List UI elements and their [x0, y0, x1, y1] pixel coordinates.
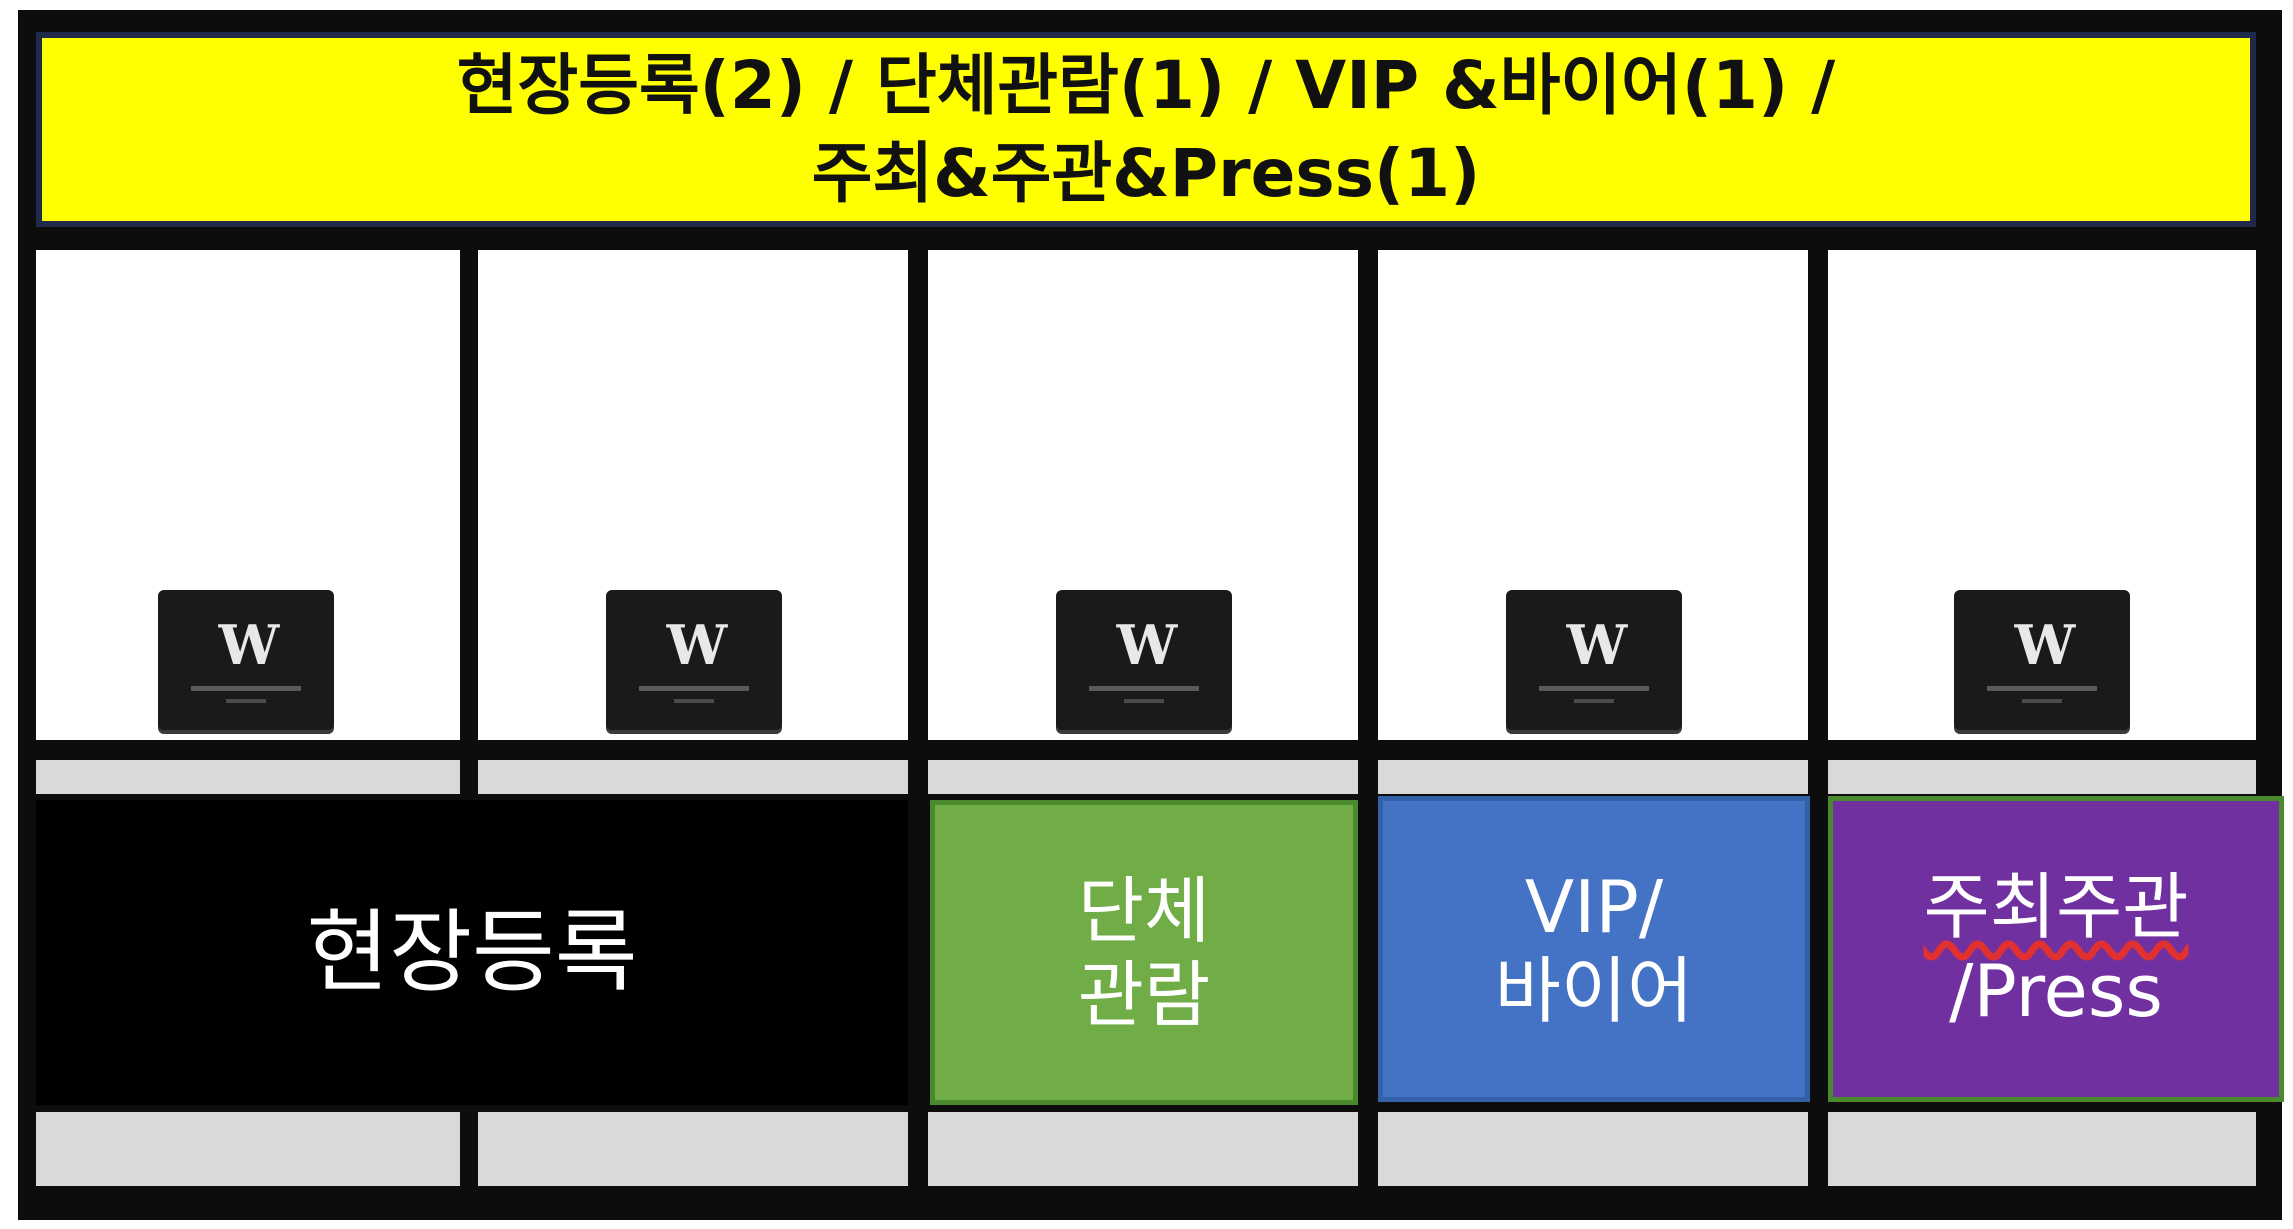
counter-base: [1378, 1112, 1808, 1186]
device-logo: W: [666, 612, 728, 677]
counter-base: [928, 1112, 1358, 1186]
counter-strip: [1828, 760, 2256, 794]
booth-column-1: W: [36, 250, 460, 740]
device-text-line: [1089, 685, 1199, 691]
counter-strip: [36, 760, 460, 794]
sign-onsite-label: 현장등록: [306, 899, 638, 1005]
sign-vip-buyer: VIP/ 바이어: [1378, 796, 1810, 1102]
booth-column-2: W: [478, 250, 908, 740]
counter-base: [36, 1112, 460, 1186]
device-logo: W: [218, 612, 280, 677]
sign-onsite-registration: 현장등록: [36, 800, 908, 1105]
kiosk-device-5: W: [1954, 590, 2130, 730]
sign-group-label: 단체 관람: [1077, 868, 1211, 1037]
sign-group-visit: 단체 관람: [930, 800, 1358, 1105]
banner-text: 현장등록(2) / 단체관람(1) / VIP &바이어(1) / 주최&주관&…: [456, 46, 1836, 212]
sign-vip-label: VIP/ 바이어: [1494, 865, 1694, 1033]
device-text-line: [1539, 685, 1649, 691]
device-text-line: [1987, 685, 2097, 691]
booth-column-4: W: [1378, 250, 1808, 740]
kiosk-device-3: W: [1056, 590, 1232, 730]
device-text-line: [2022, 698, 2062, 703]
booth-column-3: W: [928, 250, 1358, 740]
device-text-line: [191, 685, 301, 691]
booth-column-5: W: [1828, 250, 2256, 740]
counter-strip: [928, 760, 1358, 794]
device-logo: W: [2014, 612, 2076, 677]
device-text-line: [1124, 698, 1164, 703]
device-logo: W: [1566, 612, 1628, 677]
device-text-line: [639, 685, 749, 691]
kiosk-device-2: W: [606, 590, 782, 730]
sign-host-press: 주최주관/Press: [1828, 796, 2284, 1102]
kiosk-device-1: W: [158, 590, 334, 730]
sign-host-line2: /Press: [1949, 949, 2163, 1033]
device-text-line: [1574, 698, 1614, 703]
device-text-line: [226, 698, 266, 703]
sign-host-label: 주최주관/Press: [1924, 865, 2189, 1033]
sign-host-line1: 주최주관: [1923, 865, 2189, 949]
counter-strip: [1378, 760, 1808, 794]
counter-strip: [478, 760, 908, 794]
counter-base: [478, 1112, 908, 1186]
device-text-line: [674, 698, 714, 703]
header-banner: 현장등록(2) / 단체관람(1) / VIP &바이어(1) / 주최&주관&…: [36, 32, 2256, 227]
kiosk-device-4: W: [1506, 590, 1682, 730]
device-logo: W: [1116, 612, 1178, 677]
counter-base: [1828, 1112, 2256, 1186]
